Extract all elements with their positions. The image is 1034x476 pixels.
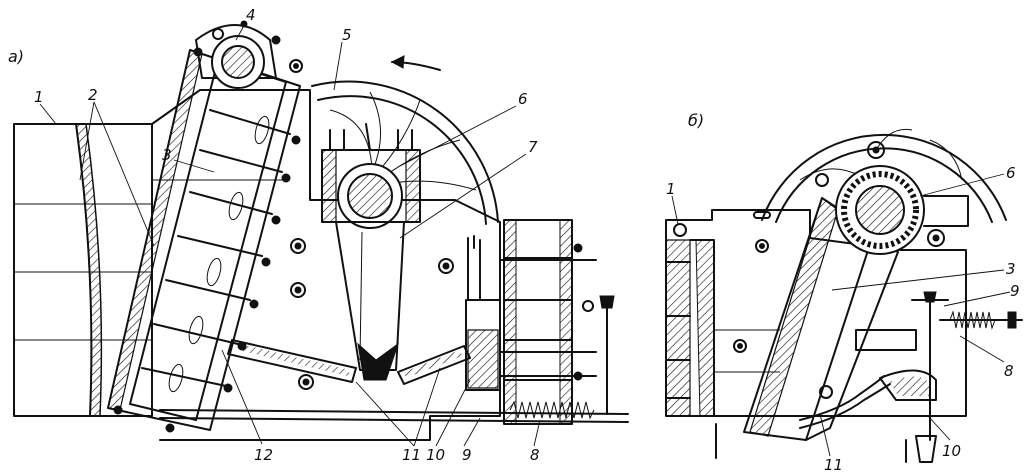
toggle-mechanism-b — [715, 291, 1023, 463]
label-8: 8 — [530, 446, 540, 464]
label-b-9: 9 — [1010, 282, 1020, 300]
figure-a-leaders — [39, 21, 541, 447]
figure-a: а) 1 2 3 4 5 6 7 8 9 10 11 12 — [8, 6, 629, 464]
label-5: 5 — [342, 26, 352, 44]
figure-b: б) 1 3 6 8 9 10 11 — [665, 111, 1023, 474]
tension-spring — [509, 400, 595, 420]
label-9: 9 — [462, 446, 472, 464]
label-b-1: 1 — [666, 180, 676, 198]
label-11: 11 — [402, 446, 421, 464]
label-12: 12 — [254, 446, 273, 464]
figure-b-leaders — [671, 173, 1011, 457]
frame-wall-liner — [75, 123, 103, 417]
main-frame — [151, 89, 501, 441]
label-b-10: 10 — [942, 442, 961, 460]
front-toggle-plate — [227, 339, 357, 383]
figure-a-title: а) — [8, 47, 24, 66]
label-b-8: 8 — [1004, 362, 1014, 380]
label-b-6: 6 — [1006, 164, 1016, 182]
label-4: 4 — [246, 6, 256, 24]
label-10: 10 — [426, 446, 445, 464]
label-7: 7 — [528, 138, 538, 156]
label-b-3: 3 — [1006, 260, 1016, 278]
figure-b-title: б) — [688, 111, 704, 130]
suspension-axle — [193, 20, 303, 89]
connecting-rod — [335, 221, 405, 381]
flywheel — [311, 55, 499, 225]
adjustment-block — [465, 299, 501, 391]
rear-housing — [499, 219, 597, 425]
label-3: 3 — [162, 146, 172, 164]
tension-rod — [159, 295, 629, 423]
frame-bolts — [290, 238, 454, 390]
label-b-11: 11 — [824, 456, 843, 472]
label-6: 6 — [518, 90, 528, 108]
label-1: 1 — [34, 88, 44, 106]
figure-a-labels: 1 2 3 4 5 6 7 8 9 10 11 12 — [34, 6, 540, 464]
figure-b-labels: 1 3 6 8 9 10 11 — [666, 164, 1020, 474]
label-2: 2 — [88, 86, 98, 104]
swing-jaw — [107, 49, 301, 433]
frame-left-block — [13, 123, 153, 417]
eccentric-shaft-b — [835, 165, 969, 255]
eccentric-shaft — [321, 123, 421, 229]
